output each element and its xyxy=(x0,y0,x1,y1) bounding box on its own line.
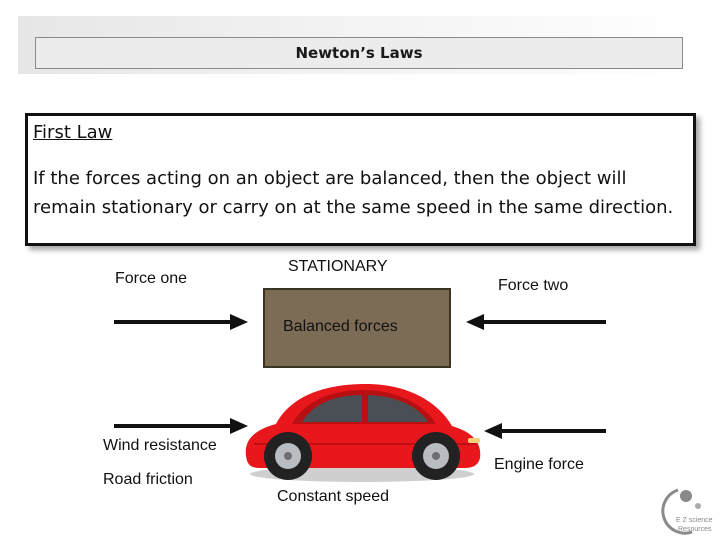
constant-speed-label: Constant speed xyxy=(277,488,390,505)
logo-image: E Z science Resources xyxy=(661,488,713,535)
title-bar: Newton’s Laws xyxy=(35,37,683,69)
logo-text-line2: Resources xyxy=(678,526,712,533)
stationary-box xyxy=(263,288,451,368)
force-one-label: Force one xyxy=(115,270,188,287)
balanced-forces-label: Balanced forces xyxy=(283,318,398,335)
wind-resistance-arrow xyxy=(114,418,248,434)
wind-resistance-label: Wind resistance xyxy=(103,437,217,454)
logo-text-line1: E Z science xyxy=(676,517,713,524)
page-title: Newton’s Laws xyxy=(295,44,423,62)
law-heading: First Law xyxy=(33,122,113,143)
road-friction-label: Road friction xyxy=(103,471,193,488)
law-text: If the forces acting on an object are ba… xyxy=(33,168,674,218)
law-box: First Law If the forces acting on an obj… xyxy=(25,113,696,246)
stationary-label: STATIONARY xyxy=(288,258,388,275)
force-two-arrow xyxy=(466,314,606,330)
force-two-label: Force two xyxy=(498,277,569,294)
engine-force-label: Engine force xyxy=(494,456,584,473)
engine-force-arrow xyxy=(484,423,606,439)
force-one-arrow xyxy=(114,314,248,330)
car-image xyxy=(245,384,481,482)
